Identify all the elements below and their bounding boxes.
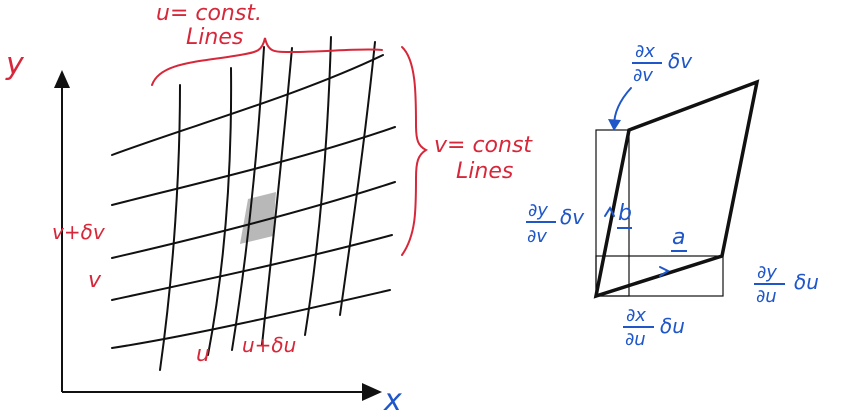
u-const-brace [151, 37, 383, 86]
outer-box [595, 255, 724, 297]
v-const-brace [401, 46, 429, 256]
x-axis-arrowhead [362, 383, 382, 401]
parallelogram [593, 79, 760, 299]
v-const-line-5 [111, 289, 391, 349]
top-label-den: ∂v [633, 65, 653, 86]
u-const-line-6 [339, 41, 376, 316]
y-axis-label: y [5, 47, 25, 82]
vector-b-label: b [618, 201, 632, 226]
u-const-label-line1: u= const. [156, 1, 262, 26]
left-label-suffix: δv [560, 205, 585, 229]
v-const-line-4 [111, 234, 393, 301]
top-label-suffix: δv [668, 49, 693, 73]
v-const-line-2 [111, 126, 396, 206]
u-label: u [196, 342, 210, 367]
v-const-line-1 [111, 54, 384, 156]
y-axis-arrowhead [54, 70, 70, 88]
left-label-den: ∂v [527, 226, 547, 247]
bottom-label-den: ∂u [625, 329, 646, 350]
vector-a-label: a [672, 225, 685, 250]
u-const-line-1 [159, 84, 181, 371]
right-label-suffix: δu [794, 270, 819, 294]
x-axis-label: x [383, 383, 402, 416]
v-label: v [88, 268, 102, 293]
left-label-num: ∂y [528, 200, 548, 221]
vector-b-arrow-mark [604, 205, 615, 217]
top-label-pointer-head [608, 119, 621, 131]
bottom-label-suffix: δu [660, 314, 685, 338]
left-grid-diagram: y x u= const. Lines v= const Lines v+δv … [5, 1, 533, 416]
vector-a-arrow-mark [659, 266, 671, 277]
top-label-num: ∂x [635, 41, 655, 62]
right-parallelogram-diagram: ∂x ∂v δv ∂y ∂v δv b a ∂x ∂u δu ∂y ∂u δu [526, 41, 819, 350]
u-plus-du-label: u+δu [242, 333, 296, 357]
u-const-line-4 [261, 47, 293, 346]
bottom-label-num: ∂x [626, 305, 646, 326]
u-const-line-2 [207, 67, 233, 356]
u-const-line-3 [231, 46, 265, 351]
v-plus-dv-label: v+δv [52, 220, 106, 244]
right-label-num: ∂y [757, 262, 777, 283]
u-const-label-line2: Lines [186, 25, 243, 50]
u-const-line-5 [304, 36, 332, 336]
v-const-label-line2: Lines [456, 159, 513, 184]
v-const-label-line1: v= const [434, 133, 533, 158]
right-label-den: ∂u [756, 286, 777, 307]
